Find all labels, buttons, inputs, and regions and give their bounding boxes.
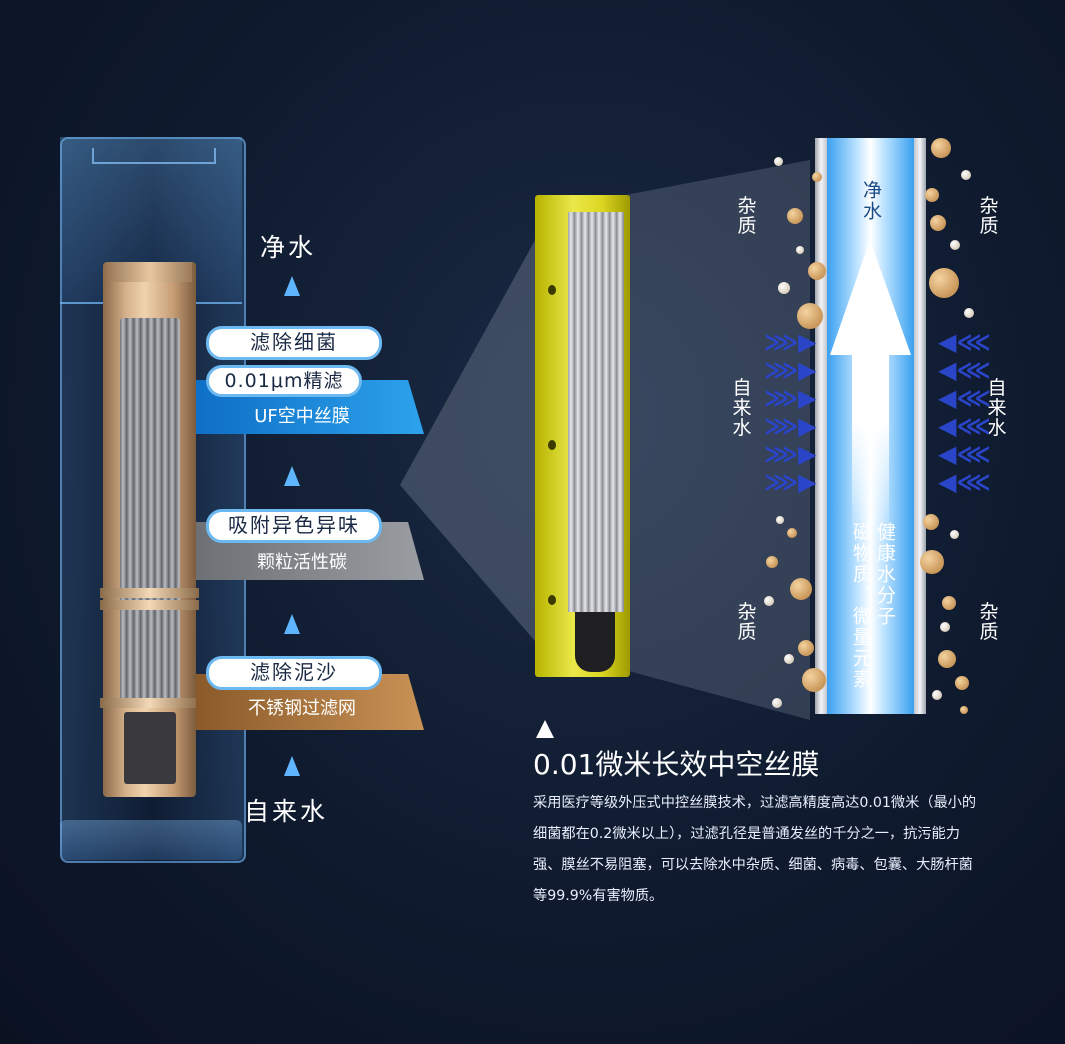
filter-core-fibers bbox=[120, 318, 180, 703]
cartridge-hole bbox=[548, 285, 556, 295]
impurity-particle bbox=[925, 188, 939, 202]
impurity-particle bbox=[787, 528, 797, 538]
inflow-arrow-icon: ◀⋘ bbox=[938, 356, 991, 384]
cartridge-end-cap bbox=[575, 612, 615, 672]
callout-pointer-icon bbox=[536, 720, 554, 738]
membrane-wall-left bbox=[815, 138, 827, 714]
core-ring bbox=[100, 600, 199, 610]
filter-core-cap bbox=[108, 262, 192, 282]
cartridge-hole bbox=[548, 595, 556, 605]
impurity-particle bbox=[964, 308, 974, 318]
inflow-arrow-icon: ◀⋘ bbox=[938, 468, 991, 496]
housing-base bbox=[60, 820, 242, 860]
stage3-band-label: 不锈钢过滤网 bbox=[248, 698, 356, 719]
tap-water-side-label: 自来水 bbox=[732, 377, 752, 439]
cartridge-hole bbox=[548, 440, 556, 450]
pure-water-label: 净水 bbox=[260, 233, 317, 262]
channel-pure-water-label: 净水 bbox=[860, 180, 882, 222]
inflow-arrow-icon: ⋙▶ bbox=[764, 468, 817, 496]
tap-water-side-label: 自来水 bbox=[987, 377, 1007, 439]
impurity-particle bbox=[950, 530, 959, 539]
core-ring bbox=[100, 698, 199, 708]
impurities-label: 杂质 bbox=[979, 601, 999, 643]
inflow-arrow-icon: ◀⋘ bbox=[938, 328, 991, 356]
description-body: 采用医疗等级外压式中控丝膜技术，过滤高精度高达0.01微米（最小的细菌都在0.2… bbox=[533, 795, 977, 904]
inflow-arrow-icon: ⋙▶ bbox=[764, 328, 817, 356]
impurity-particle bbox=[961, 170, 971, 180]
description-title: 0.01微米长效中空丝膜 bbox=[533, 748, 820, 781]
impurity-particle bbox=[929, 268, 959, 298]
core-ring bbox=[100, 588, 199, 598]
flow-up-arrow-icon bbox=[284, 756, 300, 776]
impurity-particle bbox=[778, 282, 790, 294]
minerals-label-line2: 磁物质、微量元素 bbox=[850, 522, 872, 690]
stage1-band-label: UF空中丝膜 bbox=[254, 406, 350, 427]
impurity-particle bbox=[774, 157, 783, 166]
impurity-particle bbox=[808, 262, 826, 280]
big-up-arrow-icon bbox=[830, 240, 911, 540]
minerals-label-line1: 健康水分子 bbox=[874, 522, 896, 627]
inflow-arrow-icon: ◀⋘ bbox=[938, 384, 991, 412]
impurity-particle bbox=[797, 303, 823, 329]
inflow-arrow-icon: ⋙▶ bbox=[764, 412, 817, 440]
stage2-band-label: 颗粒活性碳 bbox=[257, 552, 347, 573]
impurity-particle bbox=[766, 556, 778, 568]
impurities-label: 杂质 bbox=[979, 195, 999, 237]
stage2-pill: 吸附异色异味 bbox=[206, 509, 382, 543]
impurity-particle bbox=[930, 215, 946, 231]
impurity-particle bbox=[802, 668, 826, 692]
flow-up-arrow-icon bbox=[284, 466, 300, 486]
flow-up-arrow-icon bbox=[284, 276, 300, 296]
impurity-particle bbox=[812, 172, 822, 182]
impurity-particle bbox=[942, 596, 956, 610]
impurities-label: 杂质 bbox=[737, 601, 757, 643]
impurity-particle bbox=[790, 578, 812, 600]
impurity-particle bbox=[772, 698, 782, 708]
inflow-arrow-icon: ◀⋘ bbox=[938, 440, 991, 468]
impurities-label: 杂质 bbox=[737, 195, 757, 237]
tap-water-label: 自来水 bbox=[244, 797, 329, 826]
stage1-pill-precision: 0.01μm精滤 bbox=[206, 365, 362, 397]
impurity-particle bbox=[955, 676, 969, 690]
filter-core-bottom bbox=[124, 712, 176, 784]
housing-clip bbox=[92, 148, 216, 164]
stage3-pill: 滤除泥沙 bbox=[206, 656, 382, 690]
inflow-arrow-icon: ⋙▶ bbox=[764, 384, 817, 412]
impurity-particle bbox=[940, 622, 950, 632]
impurity-particle bbox=[950, 240, 960, 250]
impurity-particle bbox=[784, 654, 794, 664]
impurity-particle bbox=[798, 640, 814, 656]
zoom-beam bbox=[400, 160, 810, 720]
impurity-particle bbox=[796, 246, 804, 254]
impurity-particle bbox=[932, 690, 942, 700]
impurity-particle bbox=[938, 650, 956, 668]
stage1-pill: 滤除细菌 bbox=[206, 326, 382, 360]
impurity-particle bbox=[960, 706, 968, 714]
impurity-particle bbox=[923, 514, 939, 530]
impurity-particle bbox=[787, 208, 803, 224]
inflow-arrow-icon: ⋙▶ bbox=[764, 356, 817, 384]
impurity-particle bbox=[931, 138, 951, 158]
inflow-arrow-icon: ◀⋘ bbox=[938, 412, 991, 440]
impurity-particle bbox=[764, 596, 774, 606]
impurity-particle bbox=[776, 516, 784, 524]
inflow-arrow-icon: ⋙▶ bbox=[764, 440, 817, 468]
membrane-fibers bbox=[568, 212, 624, 612]
impurity-particle bbox=[920, 550, 944, 574]
membrane-wall-right bbox=[914, 138, 926, 714]
flow-up-arrow-icon bbox=[284, 614, 300, 634]
